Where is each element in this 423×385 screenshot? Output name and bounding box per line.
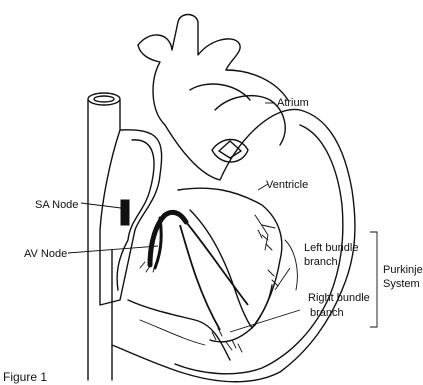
right-atrium — [100, 130, 162, 305]
aorta — [138, 15, 288, 126]
sa-node-mark — [121, 200, 129, 225]
label-purkinje-1: Purkinje — [383, 264, 423, 276]
left-bundle-fiber — [186, 222, 248, 305]
label-left-bundle-2: branch — [304, 256, 338, 268]
label-right-bundle-2: branch — [310, 307, 344, 319]
vena-cava — [88, 93, 120, 380]
av-node-mark — [150, 212, 186, 265]
label-ventricle: Ventricle — [266, 179, 308, 191]
label-left-bundle-1: Left bundle — [304, 242, 358, 254]
purkinje-bracket — [370, 232, 377, 327]
label-atrium: Atrium — [277, 97, 309, 109]
label-right-bundle-1: Right bundle — [308, 292, 370, 304]
aortic-valve — [212, 140, 248, 163]
label-av-node: AV Node — [24, 248, 67, 260]
label-sa-node: SA Node — [35, 199, 78, 211]
label-purkinje-2: System — [383, 278, 420, 290]
figure-caption: Figure 1 — [3, 370, 47, 384]
